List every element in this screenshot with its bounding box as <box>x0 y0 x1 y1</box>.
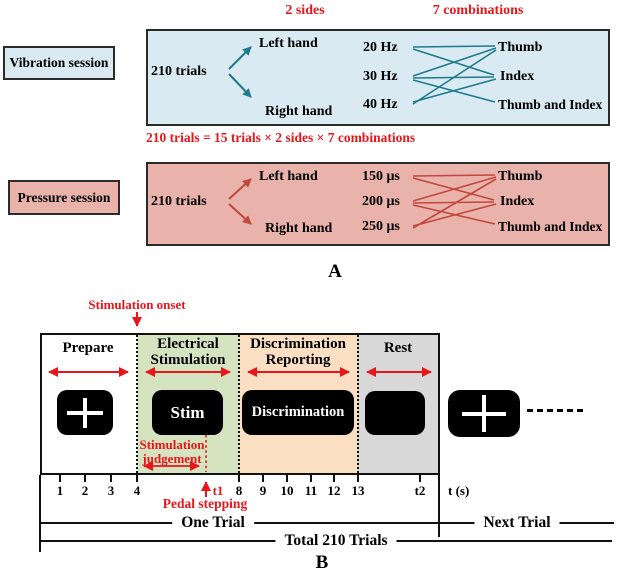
phase-label-electrical: Electrical <box>157 336 219 352</box>
pressure-right-hand: Right hand <box>265 221 333 236</box>
axis-label-2: 2 <box>81 483 89 498</box>
vibration-session-box <box>146 29 610 126</box>
vibration-site-index: Index <box>500 69 535 84</box>
axis-unit-label: t (s) <box>448 483 470 498</box>
pressure-session-label: Pressure session <box>17 189 111 205</box>
pressure-param-150us: 150 μs <box>362 169 400 184</box>
stimulation-onset-label: Stimulation onset <box>88 297 186 312</box>
phase-divider-1 <box>136 335 138 473</box>
axis-tick <box>333 475 335 482</box>
vibration-site-thumb: Thumb <box>498 40 543 55</box>
axis-tick <box>262 475 264 482</box>
trial-right-divider <box>438 475 440 537</box>
vibration-param-30hz: 30 Hz <box>363 69 398 84</box>
panel-a-label: A <box>328 261 342 282</box>
axis-label-3: 3 <box>107 483 115 498</box>
pedal-stepping-label: Pedal stepping <box>162 496 248 511</box>
axis-tick <box>357 475 359 482</box>
stimulation-judgement-line1: Stimulation <box>139 437 205 452</box>
pressure-site-thumb: Thumb <box>498 169 543 184</box>
pressure-site-index: Index <box>500 194 535 209</box>
axis-tick <box>136 475 138 482</box>
vibration-param-40hz: 40 Hz <box>363 97 398 112</box>
pressure-site-thumb-index: Thumb and Index <box>498 219 603 234</box>
pressure-trials: 210 trials <box>151 194 207 209</box>
axis-label-12: 12 <box>327 483 341 498</box>
vibration-param-20hz: 20 Hz <box>363 40 398 55</box>
vibration-trials: 210 trials <box>151 64 207 79</box>
vibration-site-thumb-index: Thumb and Index <box>498 97 603 112</box>
axis-label-9: 9 <box>259 483 267 498</box>
vibration-left-hand: Left hand <box>259 36 318 51</box>
one-trial-label: One Trial <box>172 514 254 532</box>
axis-tick <box>419 475 421 482</box>
axis-label-1: 1 <box>56 483 64 498</box>
axis-tick <box>238 475 240 482</box>
phase-label-stimulation: Stimulation <box>150 352 226 368</box>
stimulation-judgement-line2: judgement <box>142 451 202 466</box>
screen-stim: Stim <box>152 390 223 435</box>
screen-discrimination-text: Discrimination <box>251 404 345 420</box>
header-2-sides: 2 sides <box>285 3 325 18</box>
axis-label-t2: t2 <box>414 483 426 498</box>
axis-label-8: 8 <box>235 483 243 498</box>
axis-tick <box>286 475 288 482</box>
vibration-session-label: Vibration session <box>9 55 109 70</box>
axis-tick <box>110 475 112 482</box>
continuation-dashes <box>527 409 583 412</box>
phase-label-discrimination: Discrimination <box>250 336 346 352</box>
header-7-combinations: 7 combinations <box>432 3 524 18</box>
panel-b-label: B <box>315 552 329 573</box>
trials-formula: 210 trials = 15 trials × 2 sides × 7 com… <box>146 130 416 145</box>
screen-fixation-cross <box>57 390 113 435</box>
trial-left-divider <box>39 475 41 552</box>
screen-stim-text: Stim <box>170 402 205 422</box>
pressure-session-box <box>146 162 610 246</box>
phase-label-prepare: Prepare <box>62 340 114 356</box>
vibration-session-label-box: Vibration session <box>3 46 115 80</box>
phase-label-reporting: Reporting <box>265 352 331 368</box>
pressure-param-200us: 200 μs <box>362 194 400 209</box>
axis-label-10: 10 <box>280 483 294 498</box>
phase-divider-2 <box>238 335 240 473</box>
axis-tick <box>84 475 86 482</box>
axis-tick <box>59 475 61 482</box>
screen-discrimination: Discrimination <box>242 390 354 435</box>
pressure-session-label-box: Pressure session <box>8 180 120 215</box>
axis-label-13: 13 <box>351 483 365 498</box>
next-trial-label: Next Trial <box>474 514 560 532</box>
screen-blank <box>365 391 425 435</box>
total-trials-label: Total 210 Trials <box>275 532 397 550</box>
phase-label-rest: Rest <box>383 340 413 356</box>
axis-label-11: 11 <box>304 483 318 498</box>
pressure-left-hand: Left hand <box>259 169 318 184</box>
screen-next-trial-cross <box>448 390 520 437</box>
axis-label-t1: t1 <box>212 483 224 498</box>
pressure-param-250us: 250 μs <box>362 219 400 234</box>
phase-divider-3 <box>357 335 359 473</box>
vibration-right-hand: Right hand <box>265 104 333 119</box>
axis-tick <box>310 475 312 482</box>
axis-label-4: 4 <box>133 483 141 498</box>
